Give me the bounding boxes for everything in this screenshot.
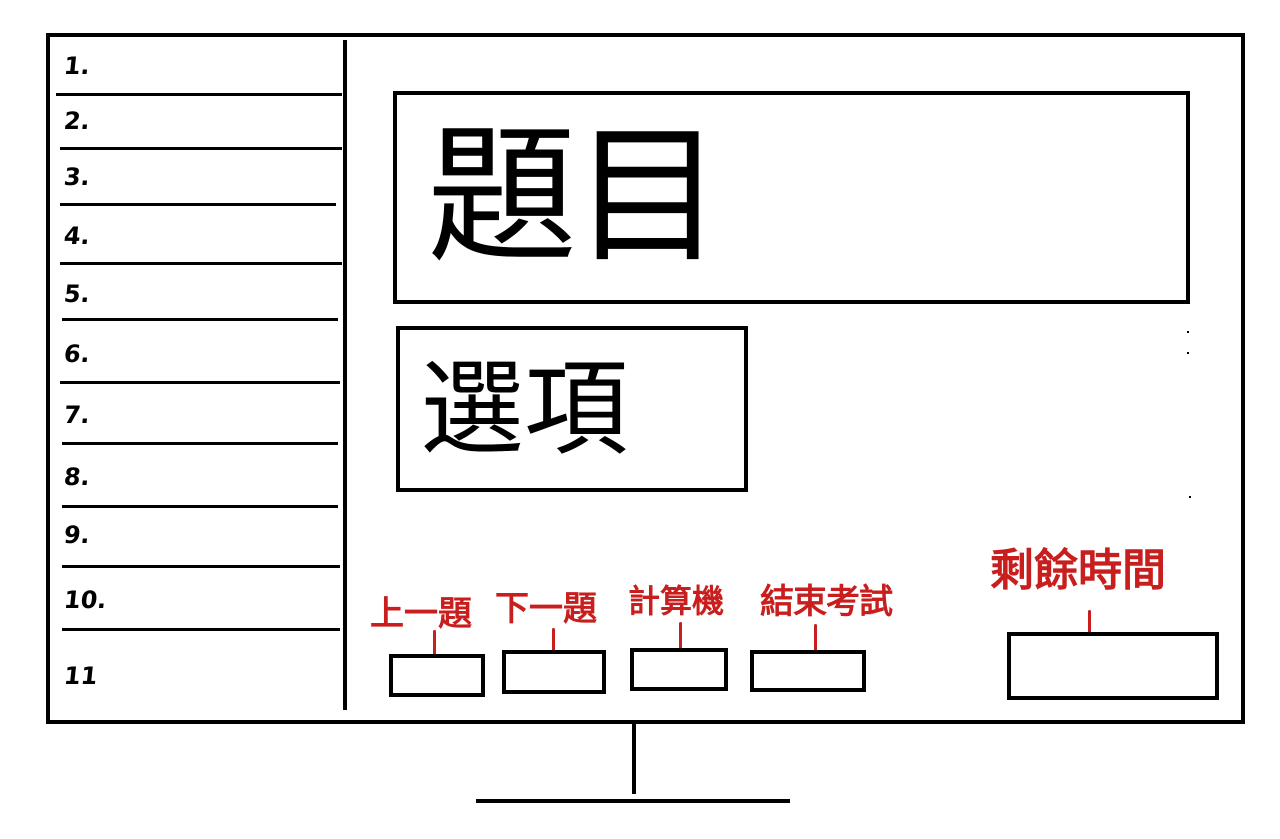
question-nav-divider xyxy=(60,147,342,150)
question-nav-item-7[interactable]: 7. xyxy=(62,401,92,429)
calculator-annotation: 計算機 xyxy=(628,582,725,620)
annotation-pointer xyxy=(814,624,817,660)
question-nav-item-4[interactable]: 4. xyxy=(62,222,92,250)
question-nav-item-11[interactable]: 11 xyxy=(62,662,99,690)
question-panel: 題目 xyxy=(393,91,1190,304)
question-nav-divider xyxy=(56,93,342,96)
question-nav-item-6[interactable]: 6. xyxy=(62,340,92,368)
question-nav-divider xyxy=(62,318,338,321)
question-nav-divider xyxy=(62,442,338,445)
stray-mark xyxy=(1189,496,1191,498)
monitor-stand-neck xyxy=(632,720,636,794)
annotation-pointer xyxy=(433,630,436,670)
question-nav-item-2[interactable]: 2. xyxy=(62,107,92,135)
monitor-screen xyxy=(46,33,1245,724)
calculator-button[interactable] xyxy=(630,648,728,691)
sidebar-divider xyxy=(343,40,347,710)
question-nav-item-3[interactable]: 3. xyxy=(62,163,92,191)
question-nav-item-9[interactable]: 9. xyxy=(62,521,92,549)
end-exam-annotation: 結束考試 xyxy=(760,582,893,622)
question-nav-divider xyxy=(60,381,340,384)
question-nav-divider xyxy=(60,203,336,206)
stray-mark xyxy=(1187,331,1189,333)
prev-question-button[interactable] xyxy=(389,654,485,697)
options-text: 選項 xyxy=(420,348,629,470)
remaining-time-display xyxy=(1007,632,1219,700)
question-nav-divider xyxy=(62,628,340,631)
question-nav-item-1[interactable]: 1. xyxy=(62,52,92,80)
options-panel[interactable]: 選項 xyxy=(396,326,748,492)
remaining-time-annotation: 剩餘時間 xyxy=(990,545,1166,596)
question-nav-item-8[interactable]: 8. xyxy=(62,463,92,491)
question-nav-item-5[interactable]: 5. xyxy=(62,280,92,308)
stray-mark xyxy=(1187,352,1189,354)
question-nav-divider xyxy=(60,262,342,265)
question-nav-item-10[interactable]: 10. xyxy=(62,586,108,614)
monitor-stand-base xyxy=(476,799,790,803)
annotation-pointer xyxy=(679,622,682,664)
question-text: 題目 xyxy=(427,110,723,284)
annotation-pointer xyxy=(552,628,555,664)
question-nav-divider xyxy=(62,505,338,508)
prev-question-annotation: 上一題 xyxy=(370,594,472,634)
end-exam-button[interactable] xyxy=(750,650,866,692)
question-nav-divider xyxy=(62,565,340,568)
next-question-annotation: 下一題 xyxy=(495,589,597,629)
next-question-button[interactable] xyxy=(502,650,606,694)
